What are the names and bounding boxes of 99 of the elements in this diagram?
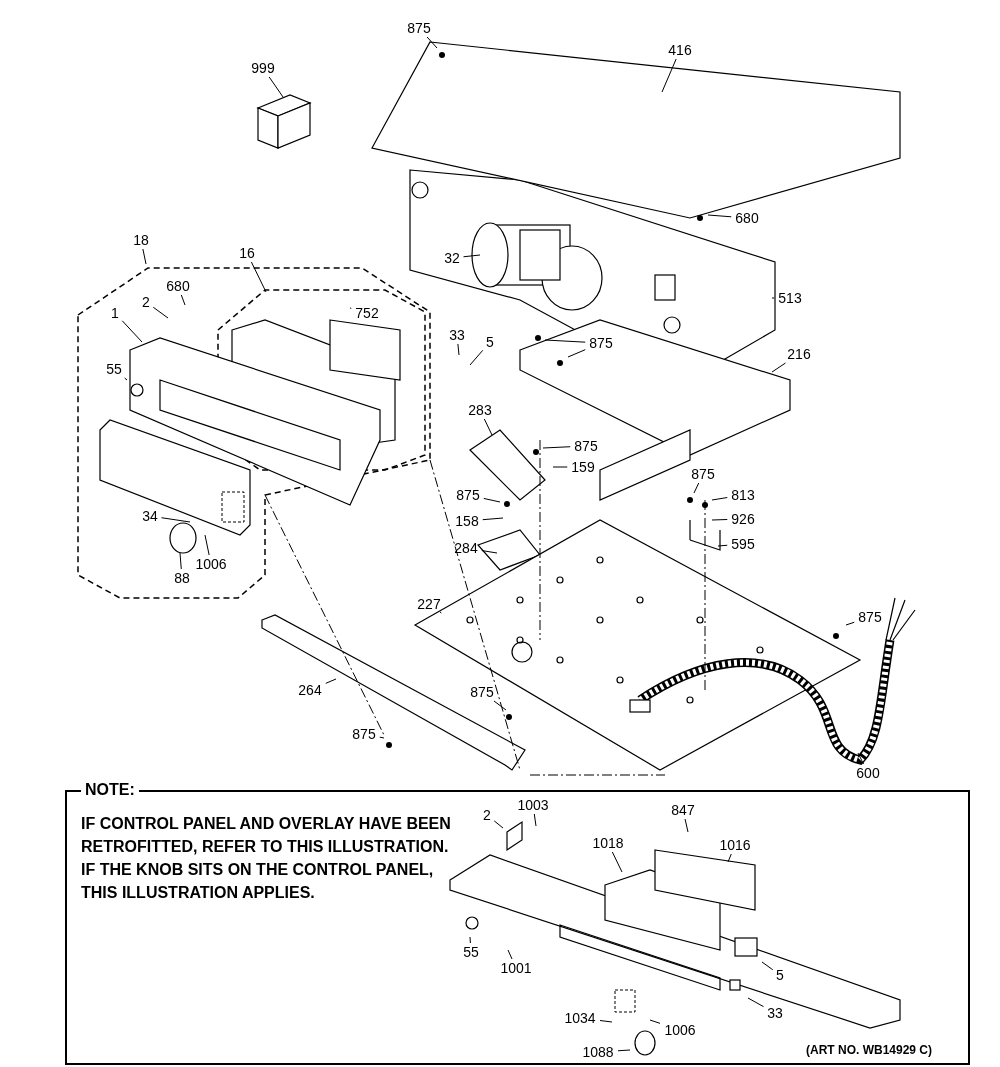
leader-line <box>711 519 728 521</box>
leader-line <box>771 362 786 373</box>
leader-line <box>761 961 774 971</box>
callout-number: 513 <box>775 290 805 306</box>
callout-number: 1034 <box>561 1010 599 1026</box>
leader-line <box>771 297 775 299</box>
callout-number: 55 <box>103 361 125 377</box>
leader-line <box>707 214 732 218</box>
callout-number: 55 <box>460 944 482 960</box>
leader-line <box>567 349 586 358</box>
callout-number: 680 <box>732 210 762 226</box>
callout-number: 600 <box>853 765 883 781</box>
callout-number: 752 <box>352 305 382 321</box>
callout-number: 5 <box>773 967 787 983</box>
callout-number: 2 <box>139 294 153 310</box>
art-number: (ART NO. WB14929 C) <box>806 1042 933 1058</box>
leader-line <box>493 700 507 711</box>
leader-line <box>469 936 471 944</box>
leader-line <box>483 497 501 503</box>
leader-line <box>649 1019 661 1024</box>
leader-line <box>661 58 677 93</box>
callout-number: 875 <box>349 726 379 742</box>
callout-number: 1018 <box>589 835 627 851</box>
callout-number: 264 <box>295 682 325 698</box>
callout-number: 284 <box>451 540 481 556</box>
callout-number: 1016 <box>716 837 754 853</box>
leader-line <box>379 736 385 739</box>
callout-number: 18 <box>130 232 152 248</box>
leader-line <box>482 517 504 521</box>
leader-line <box>483 418 493 436</box>
leader-line <box>857 752 864 765</box>
callout-number: 1003 <box>514 797 552 813</box>
leader-line <box>250 261 267 293</box>
callout-number: 33 <box>446 327 468 343</box>
leader-line <box>204 534 210 556</box>
leader-line <box>747 997 764 1008</box>
leader-line <box>611 851 623 873</box>
callout-number: 5 <box>483 334 497 350</box>
callout-number: 16 <box>236 245 258 261</box>
callout-number: 1006 <box>192 556 230 572</box>
leader-line <box>463 254 481 258</box>
callout-number: 416 <box>665 42 695 58</box>
callout-number: 875 <box>855 609 885 625</box>
callout-number: 34 <box>139 508 161 524</box>
leader-line <box>684 818 689 833</box>
leader-line <box>439 611 442 614</box>
callout-number: 999 <box>248 60 278 76</box>
callout-number: 1 <box>108 305 122 321</box>
callout-number: 875 <box>467 684 497 700</box>
leader-line <box>325 678 337 684</box>
leader-line <box>693 482 700 494</box>
callout-number: 283 <box>465 402 495 418</box>
leader-line <box>124 377 128 381</box>
callout-number: 159 <box>568 459 598 475</box>
callout-number: 2 <box>480 807 494 823</box>
callout-number: 158 <box>452 513 482 529</box>
callout-number: 847 <box>668 802 698 818</box>
leader-line <box>711 497 728 501</box>
leader-line <box>142 248 147 265</box>
callout-number: 88 <box>171 570 193 586</box>
callout-number: 926 <box>728 511 758 527</box>
leader-line <box>180 294 186 306</box>
leader-line <box>542 446 571 449</box>
callout-number: 875 <box>453 487 483 503</box>
callout-number: 680 <box>163 278 193 294</box>
leader-line <box>349 307 352 309</box>
callout-number: 875 <box>404 20 434 36</box>
callout-number: 216 <box>784 346 814 362</box>
callout-number: 875 <box>688 466 718 482</box>
leader-line <box>121 320 143 343</box>
callout-number: 1088 <box>579 1044 617 1060</box>
leader-line <box>152 306 169 319</box>
note-text: IF CONTROL PANEL AND OVERLAY HAVE BEEN RETROFITTED, REFER TO THIS ILLUSTRATION. IF THE KNOB SITS ON THE CONTROL PANEL, THIS ILLUSTRATION APPLIES. <box>81 814 452 903</box>
callout-number: 33 <box>764 1005 786 1021</box>
leader-line <box>457 343 460 356</box>
leader-line <box>727 853 732 863</box>
leader-line <box>552 466 568 468</box>
leader-line <box>469 349 484 366</box>
leader-line <box>617 1049 631 1052</box>
leader-line <box>161 517 191 523</box>
callout-number: 875 <box>586 335 616 351</box>
leader-line <box>599 1020 613 1023</box>
callout-number: 227 <box>414 596 444 612</box>
leader-line <box>717 544 728 547</box>
leader-line <box>179 552 182 570</box>
leader-line <box>481 550 498 554</box>
leader-line <box>544 339 586 343</box>
callout-number: 813 <box>728 487 758 503</box>
leader-line <box>533 813 537 827</box>
leader-line <box>268 76 284 98</box>
leader-line <box>507 949 513 960</box>
callout-number: 595 <box>728 536 758 552</box>
callout-number: 1006 <box>661 1022 699 1038</box>
callout-number: 875 <box>571 438 601 454</box>
callout-number: 1001 <box>497 960 535 976</box>
leader-line <box>493 820 504 829</box>
callout-number: 32 <box>441 250 463 266</box>
leader-line <box>845 621 855 626</box>
leader-line <box>426 36 438 49</box>
